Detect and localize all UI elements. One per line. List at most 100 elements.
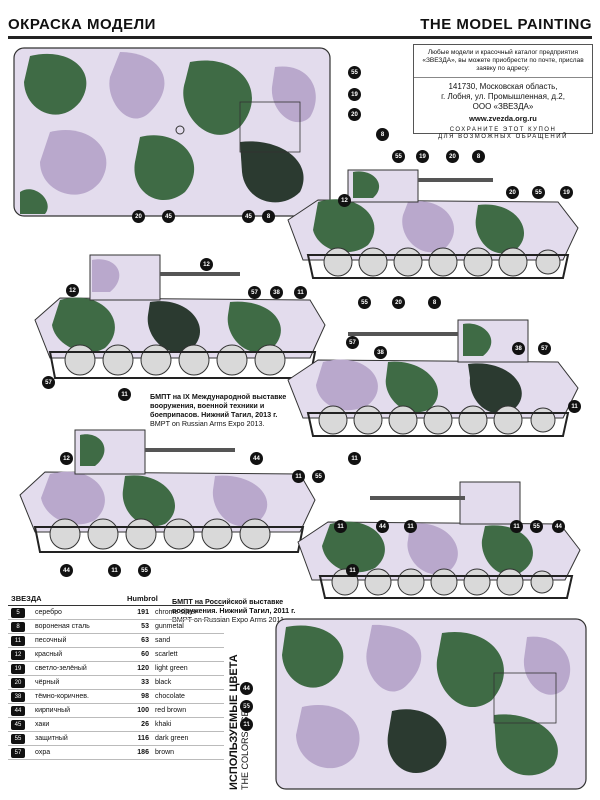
col-humbrol: Humbrol [123,592,224,606]
colors-used-ru: ИСПОЛЬЗУЕМЫЕ ЦВЕТА [228,654,240,790]
caption-2013-en: BMPT on Russian Arms Expo 2013. [150,419,265,428]
color-name-ru: хаки [32,717,124,732]
color-name-en: chocolate [151,689,224,704]
callout-20-d: 20 [132,210,145,223]
vehicle-side-view-left-1 [34,254,326,379]
callout-44-c: 44 [552,520,565,533]
color-name-ru: светло-зелёный [32,661,124,676]
color-code-badge: 19 [11,663,25,674]
callout-11-k: 11 [240,718,253,731]
address-line-3: ООО «ЗВЕЗДА» [472,102,534,111]
humbrol-number: 63 [123,633,152,648]
vehicle-side-view-right-1 [287,169,579,279]
keep-coupon-line-1: СОХРАНИТЕ ЭТОТ КУПОН [449,127,557,133]
callout-55: 55 [348,66,361,79]
callout-44-e: 44 [240,682,253,695]
caption-2013: БМПТ на IX Международной выставке вооруж… [150,392,300,428]
callout-19-c: 19 [560,186,573,199]
colors-used-label: ИСПОЛЬЗУЕМЫЕ ЦВЕТА THE COLORS USED [228,600,254,790]
callout-55-g: 55 [138,564,151,577]
color-name-en: brown [151,745,224,760]
address-line-1: 141730, Московская область, [448,82,558,91]
callout-38: 38 [270,286,283,299]
callout-20-e: 20 [392,296,405,309]
callout-12: 12 [338,194,351,207]
color-code-badge: 55 [11,733,25,744]
callout-11-j: 11 [346,564,359,577]
callout-8-c: 8 [262,210,275,223]
humbrol-number: 100 [123,703,152,718]
callout-12-c: 12 [66,284,79,297]
caption-2011-ru: БМПТ на Российской выставке вооружения. … [172,597,296,615]
callout-38-c: 38 [512,342,525,355]
callout-57-b: 57 [346,336,359,349]
callout-55-d: 55 [358,296,371,309]
vehicle-side-view-left-2 [19,429,316,553]
vehicle-side-view-right-2 [287,319,579,437]
color-code-badge: 11 [11,635,25,646]
color-name-en: scarlett [151,647,224,662]
color-name-en: sand [151,633,224,648]
callout-12-b: 12 [200,258,213,271]
color-name-ru: чёрный [32,675,124,690]
color-name-en: dark green [151,731,224,746]
callout-57-d: 57 [42,376,55,389]
color-name-ru: серебро [32,605,124,620]
callout-8-b: 8 [472,150,485,163]
color-name-ru: песочный [32,633,124,648]
callout-20-c: 20 [506,186,519,199]
humbrol-number: 116 [123,731,152,746]
callout-8-d: 8 [428,296,441,309]
color-code-badge: 12 [11,649,25,660]
humbrol-number: 120 [123,661,152,676]
colors-used-en: THE COLORS USED [240,703,250,790]
callout-57: 57 [248,286,261,299]
col-zvezda: ЗВЕЗДА [8,592,124,606]
callout-11-d: 11 [348,452,361,465]
page-header: ОКРАСКА МОДЕЛИ THE MODEL PAINTING [8,8,592,39]
color-name-en: khaki [151,717,224,732]
humbrol-number: 191 [123,605,152,620]
callout-45: 45 [162,210,175,223]
caption-2011: БМПТ на Российской выставке вооружения. … [172,597,302,624]
humbrol-number: 186 [123,745,152,760]
color-name-ru: тёмно-коричнев. [32,689,124,704]
callout-55-h: 55 [240,700,253,713]
callout-44-d: 44 [60,564,73,577]
callout-11-i: 11 [108,564,121,577]
humbrol-number: 26 [123,717,152,732]
callout-12-d: 12 [60,452,73,465]
color-code-badge: 44 [11,705,25,716]
title-en: THE MODEL PAINTING [420,16,592,33]
caption-2013-ru: БМПТ на IX Международной выставке вооруж… [150,392,287,419]
callout-38-b: 38 [374,346,387,359]
callout-55-b: 55 [392,150,405,163]
callout-8: 8 [376,128,389,141]
color-code-badge: 57 [11,747,25,758]
humbrol-number: 60 [123,647,152,662]
color-name-ru: охра [32,745,124,760]
caption-2011-en: BMPT on Russian Expo Arms 2011. [172,615,286,624]
callout-11-f: 11 [334,520,347,533]
callout-55-f: 55 [530,520,543,533]
callout-19: 19 [348,88,361,101]
humbrol-number: 53 [123,619,152,634]
color-name-ru: кирпичный [32,703,124,718]
title-ru: ОКРАСКА МОДЕЛИ [8,16,156,33]
callout-20-b: 20 [446,150,459,163]
humbrol-number: 98 [123,689,152,704]
color-code-badge: 38 [11,691,25,702]
callout-44-b: 44 [376,520,389,533]
website-link[interactable]: www.zvezda.org.ru [469,114,537,123]
callout-57-c: 57 [538,342,551,355]
color-code-badge: 8 [11,621,25,632]
callout-55-c: 55 [532,186,545,199]
color-code-badge: 5 [11,607,25,618]
